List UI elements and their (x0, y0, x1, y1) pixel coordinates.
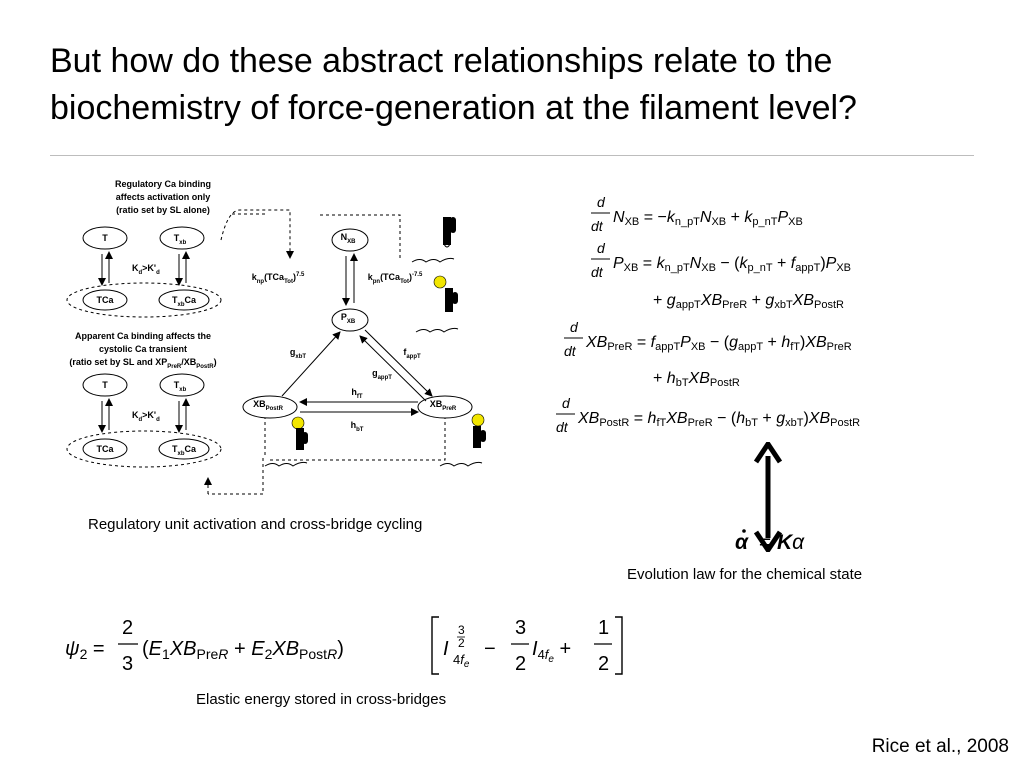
svg-text:d: d (597, 240, 606, 256)
rate-kpn: kpn(TCaTot)-7.5 (368, 272, 423, 285)
svg-text:dt: dt (564, 343, 577, 359)
crossbridge-cycle: NXB knp(TCaTot)7.5 kpn(TCaTot)-7.5 PXB X… (242, 228, 473, 433)
title-divider (50, 155, 974, 156)
feedback-connectors (204, 209, 446, 495)
calcium-icon (471, 413, 485, 427)
node-xb-postr (242, 395, 298, 419)
equation-xb-prer: d dt XBPreR = fappTPXB − (gappT + hfT)XB… (564, 319, 852, 389)
node-pxb (331, 308, 369, 332)
rate-fappt: fappT (403, 347, 421, 360)
equation-xb-postr: d dt XBPostR = hfTXBPreR − (hbT + gxbT)X… (556, 395, 860, 435)
svg-text:Txb: Txb (174, 233, 187, 246)
kd-label-upper: Kd>K'd (132, 263, 160, 276)
rate-hbt: hbT (351, 420, 364, 433)
kinetic-equations: d dt NXB = −kn_pTNXB + kp_nTPXB d dt PXB… (556, 194, 860, 435)
svg-text:dt: dt (591, 218, 604, 234)
svg-text:dt: dt (591, 264, 604, 280)
node-tca-upper (82, 289, 128, 311)
myosin-head-icons (264, 217, 486, 467)
svg-text:2: 2 (598, 653, 609, 675)
svg-text:2: 2 (458, 636, 465, 650)
calcium-icon (291, 416, 305, 430)
rate-gxbt: gxbT (290, 347, 307, 360)
svg-text:I4fe +: I4fe + (532, 638, 571, 665)
svg-text:dt: dt (556, 419, 569, 435)
rate-gappt: gappT (372, 368, 392, 381)
svg-text:TxbCa: TxbCa (172, 295, 197, 308)
node-nxb (331, 228, 369, 252)
svg-text:T: T (102, 380, 108, 390)
slide-title: But how do these abstract relationships … (50, 42, 857, 127)
svg-text:3: 3 (515, 617, 526, 639)
citation: Rice et al., 2008 (871, 736, 1009, 757)
evolution-caption: Evolution law for the chemical state (627, 566, 863, 583)
upper-regulatory-unit: T Txb Kd>K'd TCa TxbCa (66, 226, 222, 318)
svg-text:d: d (562, 395, 571, 411)
calcium-icon (433, 275, 447, 289)
rate-knp: knp(TCaTot)7.5 (252, 272, 305, 285)
svg-text:PXB = kn_pTNXB − (kp_nT + fapp: PXB = kn_pTNXB − (kp_nT + fappT)PXB (613, 255, 851, 274)
ca-bound-group-upper (66, 282, 222, 318)
equivalence-double-arrow (753, 442, 783, 552)
svg-text:2: 2 (515, 653, 526, 675)
svg-text:XBPostR: XBPostR (253, 399, 284, 412)
svg-text:d: d (570, 319, 579, 335)
svg-text:T: T (102, 233, 108, 243)
svg-text:(E1XBPreR + E2XBPostR): (E1XBPreR + E2XBPostR) (142, 638, 344, 662)
svg-text:−: − (484, 638, 496, 660)
svg-text:3: 3 (122, 653, 133, 675)
diagram-caption: Regulatory unit activation and cross-bri… (88, 516, 423, 533)
equation-nxb: d dt NXB = −kn_pTNXB + kp_nTPXB (591, 194, 803, 234)
node-tca-lower (82, 438, 128, 460)
reg-note-line-2: affects activation only (116, 192, 211, 202)
node-txb-upper (159, 226, 205, 250)
evolution-law-equation: α = Kα (735, 529, 805, 554)
svg-text:NXB = −kn_pTNXB + kp_nTPXB: NXB = −kn_pTNXB + kp_nTPXB (613, 209, 803, 228)
lower-regulatory-unit: T Txb Kd>K'd TCa TxbCa (66, 373, 222, 468)
crossbridge-diagram: Regulatory Ca binding affects activation… (66, 179, 486, 495)
node-txb-lower (159, 373, 205, 397)
svg-text:ψ2 =: ψ2 = (65, 638, 105, 662)
equation-pxb: d dt PXB = kn_pTNXB − (kp_nT + fappT)PXB… (591, 240, 851, 311)
svg-text:TCa: TCa (96, 444, 114, 454)
app-note-line-1: Apparent Ca binding affects the (75, 331, 211, 341)
svg-text:TxbCa: TxbCa (172, 444, 197, 457)
node-txbca-lower (158, 438, 210, 460)
node-t-lower (82, 373, 128, 397)
svg-text:TCa: TCa (96, 295, 114, 305)
svg-text:+ gappTXBPreR + gxbTXBPostR: + gappTXBPreR + gxbTXBPostR (653, 292, 844, 311)
svg-text:4fe: 4fe (453, 652, 470, 670)
svg-text:3: 3 (458, 623, 465, 637)
node-txbca-upper (158, 289, 210, 311)
app-note-line-2: cystolic Ca transient (99, 344, 187, 354)
svg-text:2: 2 (122, 617, 133, 639)
svg-text:PXB: PXB (341, 312, 356, 325)
svg-text:XBPreR = fappTPXB − (gappT + h: XBPreR = fappTPXB − (gappT + hfT)XBPreR (585, 334, 852, 353)
reg-note-line-3: (ratio set by SL alone) (116, 205, 210, 215)
svg-text:d: d (597, 194, 606, 210)
svg-text:α = Kα: α = Kα (735, 531, 805, 554)
svg-text:1: 1 (598, 617, 609, 639)
svg-text:Txb: Txb (174, 380, 187, 393)
reg-note-line-1: Regulatory Ca binding (115, 179, 211, 189)
rate-hft: hfT (351, 387, 362, 400)
node-t-upper (82, 226, 128, 250)
svg-text:NXB: NXB (341, 232, 357, 245)
elastic-energy-equation: ψ2 = 2 3 (E1XBPreR + E2XBPostR) I 4fe 3 … (65, 616, 623, 675)
svg-text:XBPreR: XBPreR (430, 399, 457, 412)
kd-label-lower: Kd>K'd (132, 410, 160, 423)
ca-bound-group-lower (66, 430, 222, 468)
node-xb-prer (417, 395, 473, 419)
svg-text:I: I (443, 638, 449, 660)
app-note-line-3: (ratio set by SL and XPPreR/XBPostR) (69, 357, 216, 370)
svg-text:+ hbTXBPostR: + hbTXBPostR (653, 370, 740, 389)
svg-text:XBPostR = hfTXBPreR − (hbT + g: XBPostR = hfTXBPreR − (hbT + gxbT)XBPost… (577, 410, 860, 429)
energy-caption: Elastic energy stored in cross-bridges (196, 691, 447, 708)
